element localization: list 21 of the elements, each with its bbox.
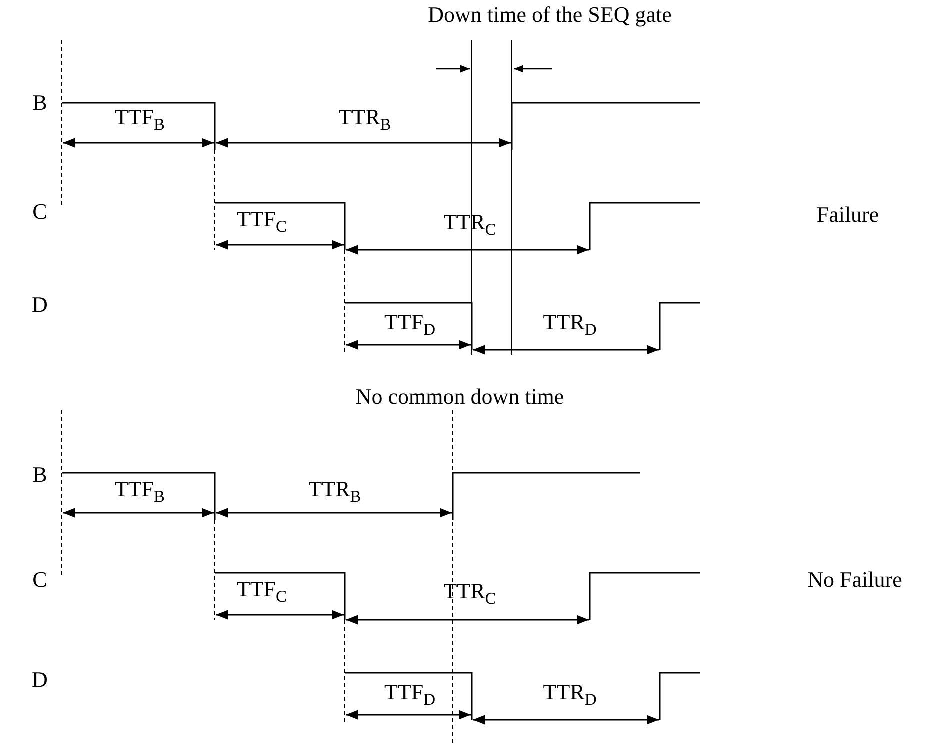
annotation-text: Down time of the SEQ gate [428,2,672,28]
interval-label: TTF$_{B}$ [114,106,166,134]
interval-label: TTR$_{D}$ [543,310,597,340]
signal-name: B [32,90,48,116]
signal-name: D [32,668,48,692]
interval-label: TTF$_{D}$ [384,680,436,710]
signal-name: C [32,200,48,224]
result-label: Failure [816,202,880,228]
annotation-text: No common down time [356,384,564,410]
interval-label: TTF$_{C}$ [236,578,288,606]
interval-label: TTR$_{B}$ [338,106,392,134]
interval-label: TTF$_{B}$ [114,478,166,506]
interval-label: TTR$_{B}$ [308,478,362,506]
interval-label: TTF$_{D}$ [384,310,436,340]
interval-label: TTR$_{C}$ [444,580,496,608]
interval-label: TTR$_{D}$ [543,680,597,710]
result-label: No Failure [808,568,902,592]
signal-name: D [32,292,48,318]
signal-name: B [32,462,48,488]
signal-name: C [32,568,48,592]
interval-label: TTF$_{C}$ [236,208,288,236]
